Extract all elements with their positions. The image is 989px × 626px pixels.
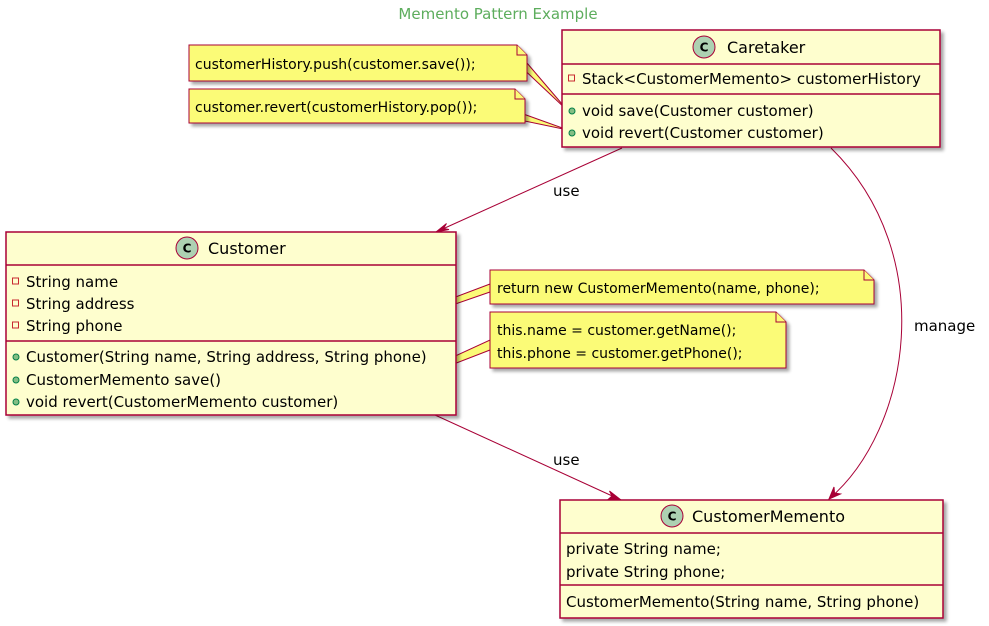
class-c-glyph: C <box>700 41 709 55</box>
private-visibility-icon <box>12 277 19 285</box>
note-caretaker-revert[interactable]: customer.revert(customerHistory.pop()); <box>188 88 526 124</box>
note-text: this.phone = customer.getPhone(); <box>497 346 743 362</box>
public-visibility-icon <box>568 129 576 137</box>
private-visibility-icon <box>568 74 575 82</box>
class-c-icon <box>692 35 716 59</box>
note-text: customer.revert(customerHistory.pop()); <box>195 100 477 116</box>
relation-caretaker-memento: manage <box>828 147 975 500</box>
note-text: customerHistory.push(customer.save()); <box>195 57 476 73</box>
note-customer-save[interactable]: return new CustomerMemento(name, phone); <box>489 269 875 305</box>
field: private String phone; <box>566 563 725 581</box>
method: void revert(Customer customer) <box>582 124 824 142</box>
note-customer-revert[interactable]: this.name = customer.getName(); this.pho… <box>489 311 787 369</box>
note-caretaker-save[interactable]: customerHistory.push(customer.save()); <box>188 44 528 82</box>
public-visibility-icon <box>12 353 20 361</box>
class-customer-memento[interactable]: C CustomerMemento private String name; p… <box>559 499 944 619</box>
class-c-glyph: C <box>668 510 677 524</box>
class-caretaker[interactable]: C Caretaker Stack<CustomerMemento> custo… <box>561 29 941 148</box>
note-text: return new CustomerMemento(name, phone); <box>497 281 820 297</box>
note-text: this.name = customer.getName(); <box>497 323 736 339</box>
public-visibility-icon <box>12 398 20 406</box>
public-visibility-icon <box>12 376 20 384</box>
method: void revert(CustomerMemento customer) <box>26 393 338 411</box>
field: String phone <box>26 317 122 335</box>
field: String name <box>26 273 118 291</box>
method: CustomerMemento(String name, String phon… <box>566 593 919 611</box>
field: String address <box>26 295 135 313</box>
private-visibility-icon <box>12 321 19 329</box>
method: CustomerMemento save() <box>26 371 221 389</box>
relation-customer-memento: use <box>434 414 623 501</box>
public-visibility-icon <box>568 107 576 115</box>
private-visibility-icon <box>12 299 19 307</box>
class-c-icon <box>660 504 684 528</box>
diagram-title: Memento Pattern Example <box>398 5 597 23</box>
relation-label-manage: manage <box>914 317 975 335</box>
method: void save(Customer customer) <box>582 102 814 120</box>
class-c-glyph: C <box>183 242 192 256</box>
field: Stack<CustomerMemento> customerHistory <box>582 70 921 88</box>
relation-label-use-2: use <box>553 451 580 469</box>
relation-caretaker-customer: use <box>435 147 623 233</box>
class-name: Caretaker <box>727 38 806 57</box>
method: Customer(String name, String address, St… <box>26 348 427 366</box>
relation-label-use-1: use <box>553 182 580 200</box>
class-c-icon <box>175 236 199 260</box>
field: private String name; <box>566 540 721 558</box>
class-customer[interactable]: C Customer String name String address St… <box>5 231 457 416</box>
class-name: CustomerMemento <box>692 507 845 526</box>
class-name: Customer <box>208 239 286 258</box>
